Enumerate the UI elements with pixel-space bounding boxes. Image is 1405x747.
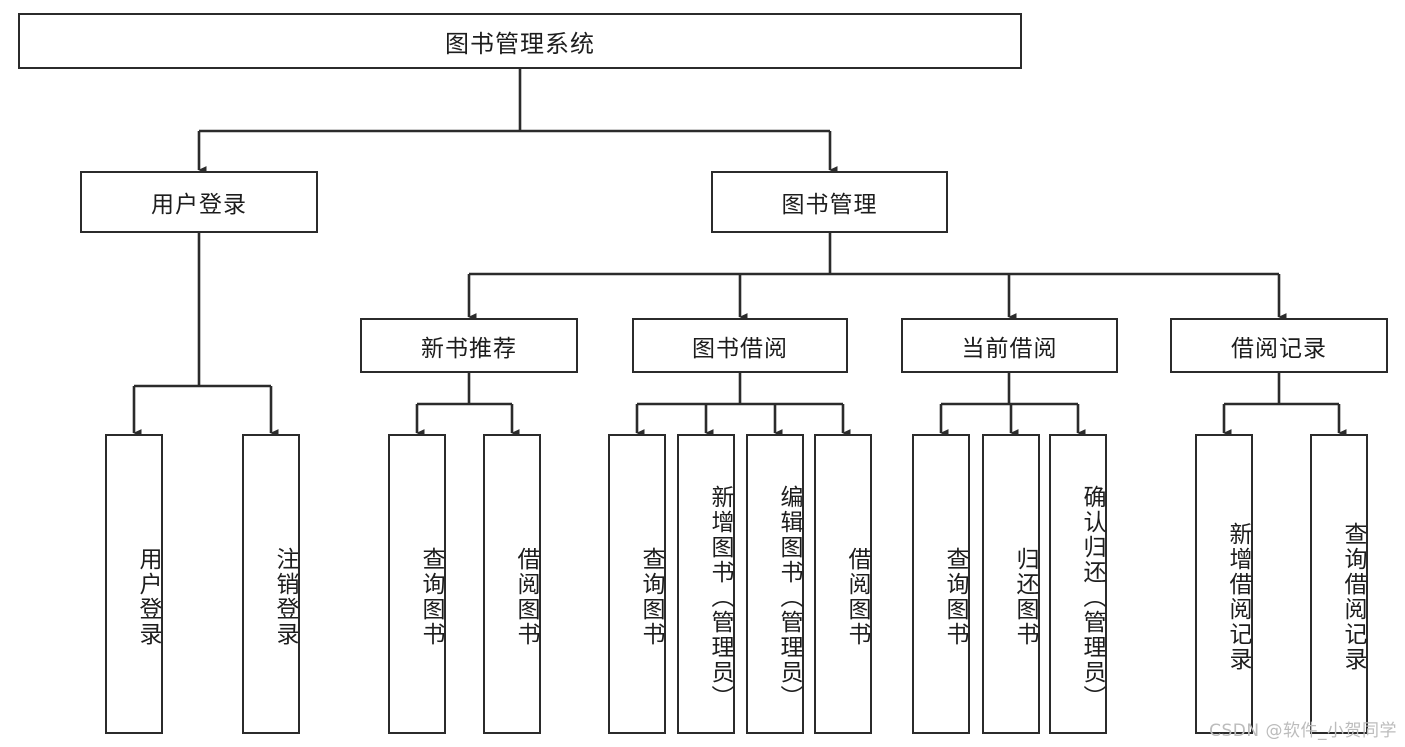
node-label: 当前借阅 — [961, 335, 1058, 362]
node-label: 借阅图书 — [513, 547, 539, 647]
node-l3-c4[interactable]: 借阅图书 — [814, 434, 872, 734]
node-l3-d2[interactable]: 归还图书 — [982, 434, 1040, 734]
node-label: 用户登录 — [151, 192, 247, 218]
node-l1-bookmgr[interactable]: 图书管理 — [711, 171, 948, 233]
node-l3-a1[interactable]: 用户登录 — [105, 434, 163, 734]
connector-edges — [132, 69, 1347, 437]
node-label: 图书管理 — [781, 192, 878, 218]
node-l3-c1[interactable]: 查询图书 — [608, 434, 666, 734]
node-label: 查询借阅记录 — [1340, 522, 1366, 672]
node-l1-login[interactable]: 用户登录 — [80, 171, 318, 233]
node-l3-d3[interactable]: 确认归还（管理员） — [1049, 434, 1107, 734]
node-root[interactable]: 图书管理系统 — [18, 13, 1022, 69]
node-label: 确认归还（管理员） — [1079, 484, 1105, 710]
node-l3-a2[interactable]: 注销登录 — [242, 434, 300, 734]
node-label: 注销登录 — [272, 547, 298, 647]
node-label: 借阅记录 — [1231, 335, 1327, 362]
node-label: 新书推荐 — [421, 335, 517, 362]
csdn-watermark: CSDN @软件_小贺同学 — [1209, 721, 1397, 741]
node-label: 查询图书 — [418, 547, 444, 647]
node-label: 用户登录 — [135, 547, 161, 647]
node-l3-e2[interactable]: 查询借阅记录 — [1310, 434, 1368, 734]
node-l3-e1[interactable]: 新增借阅记录 — [1195, 434, 1253, 734]
node-l2-record[interactable]: 借阅记录 — [1170, 318, 1388, 373]
node-label: 编辑图书（管理员） — [776, 484, 802, 710]
node-l2-borrow[interactable]: 图书借阅 — [632, 318, 848, 373]
node-l3-c2[interactable]: 新增图书（管理员） — [677, 434, 735, 734]
node-label: 查询图书 — [638, 547, 664, 647]
node-l3-b2[interactable]: 借阅图书 — [483, 434, 541, 734]
node-label: 图书借阅 — [692, 335, 788, 362]
node-label: 查询图书 — [942, 547, 968, 647]
node-label: 借阅图书 — [844, 547, 870, 647]
node-l3-d1[interactable]: 查询图书 — [912, 434, 970, 734]
node-label: 新增图书（管理员） — [707, 484, 733, 710]
node-l3-c3[interactable]: 编辑图书（管理员） — [746, 434, 804, 734]
node-label: 图书管理系统 — [445, 29, 595, 58]
node-label: 新增借阅记录 — [1225, 522, 1251, 672]
node-l3-b1[interactable]: 查询图书 — [388, 434, 446, 734]
node-label: 归还图书 — [1012, 547, 1038, 647]
node-l2-newbook[interactable]: 新书推荐 — [360, 318, 578, 373]
node-l2-current[interactable]: 当前借阅 — [901, 318, 1118, 373]
